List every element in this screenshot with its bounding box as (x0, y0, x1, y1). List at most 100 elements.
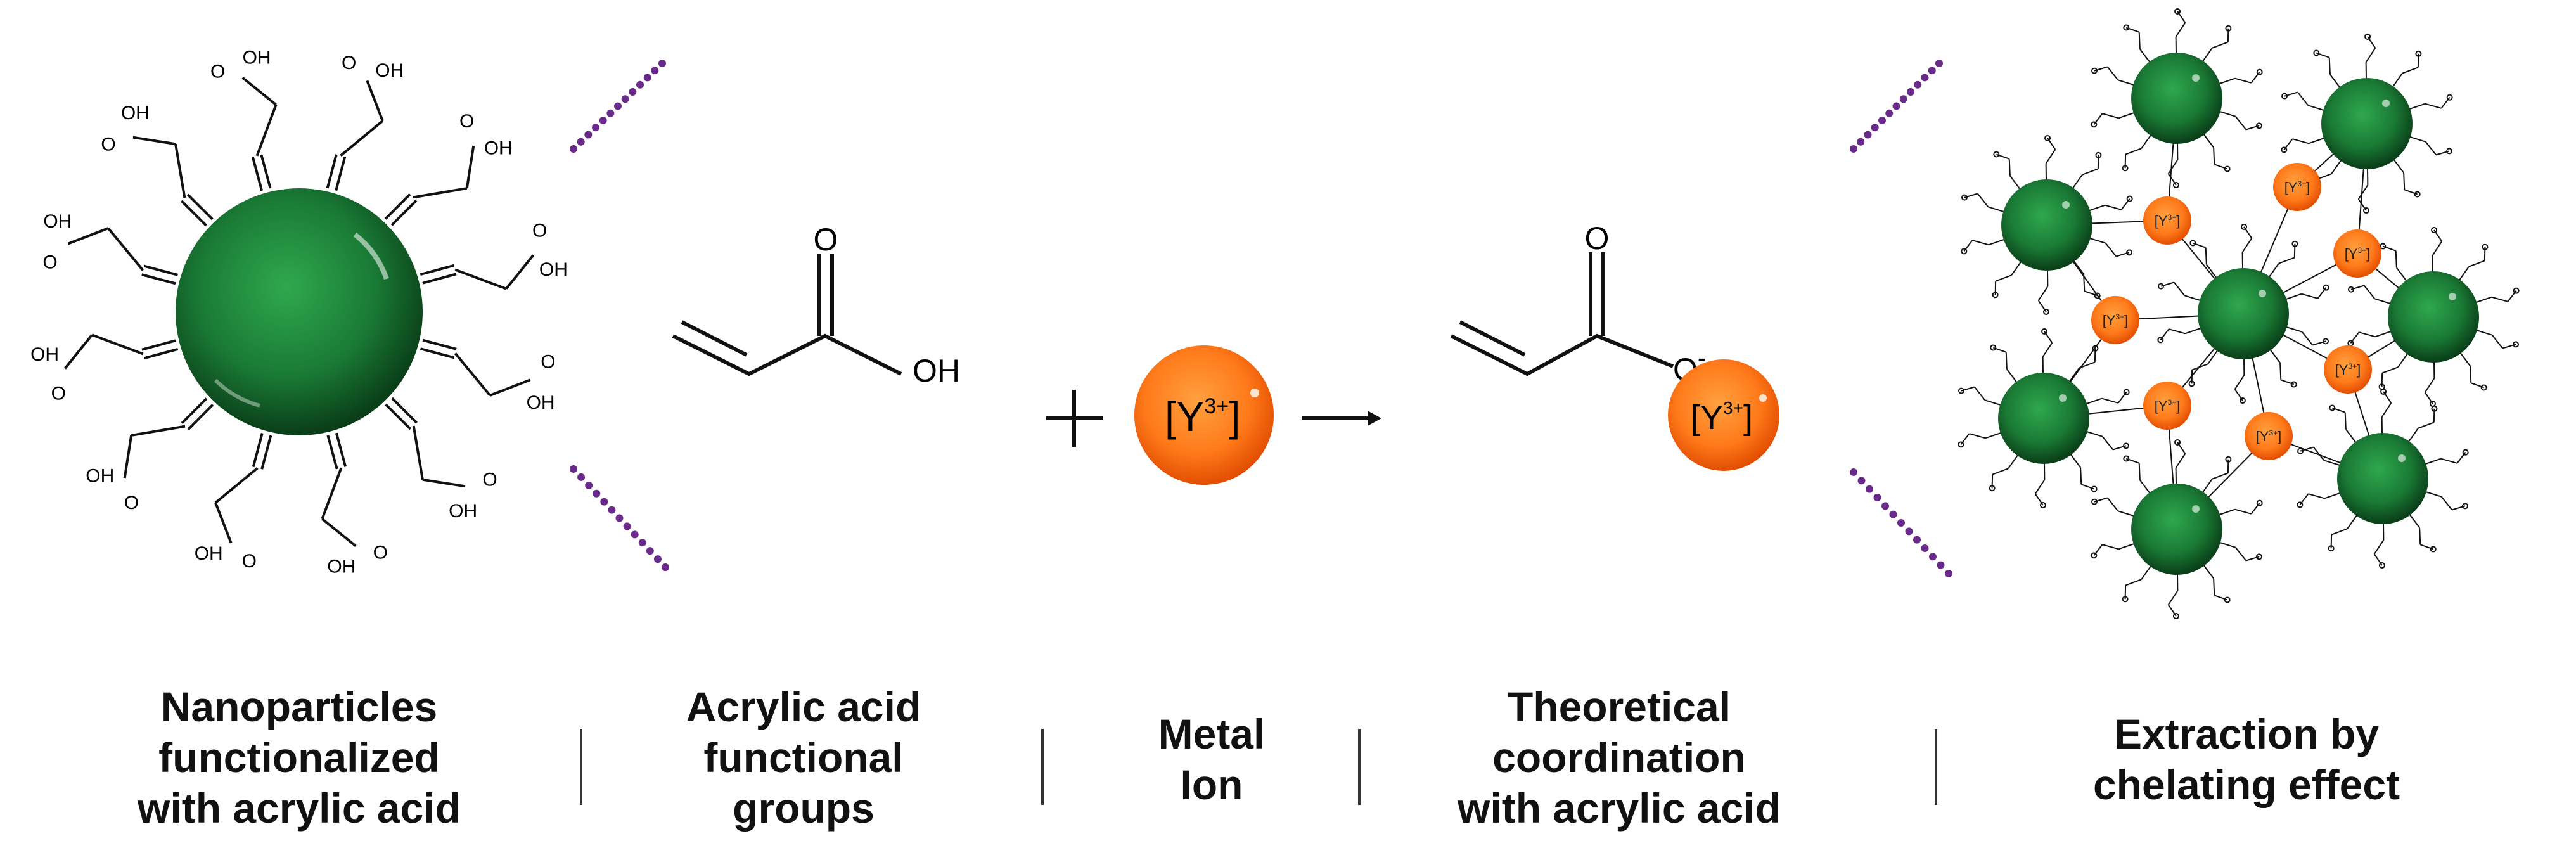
network-bond (2331, 158, 2343, 174)
arm-bond (91, 333, 144, 356)
acrylic-o-label: O (814, 222, 838, 257)
network-oxygen-atom (2091, 552, 2098, 559)
arm-bond (214, 466, 259, 504)
network-bond (2117, 392, 2127, 404)
caption-line: with acrylic acid (138, 785, 461, 832)
caption-line: Nanoparticles (160, 683, 438, 730)
network-oxygen-atom (2174, 439, 2181, 446)
separator-dot (646, 547, 654, 555)
network-bond (2080, 467, 2082, 485)
network-bond (2419, 527, 2421, 545)
network-bond (2432, 241, 2443, 256)
separator-dot (1897, 519, 1905, 527)
metal-ion-sphere (1134, 345, 1274, 485)
network-bond (2331, 407, 2346, 413)
network-bond (2324, 460, 2342, 466)
network-ion (2273, 163, 2321, 211)
network-bond (2125, 148, 2142, 155)
arm-bond (214, 502, 233, 544)
arm-o-label: O (124, 492, 139, 513)
separator-dot (585, 481, 593, 489)
separator-dot (593, 489, 601, 498)
network-bond (2207, 349, 2219, 364)
network-bond (2206, 264, 2218, 280)
arm-bond (132, 136, 176, 146)
network-bond (2082, 168, 2099, 176)
arm-bond (505, 254, 535, 290)
arm-bond (454, 352, 491, 397)
network-bond (2094, 66, 2108, 72)
chelation-network: [Y3+][Y3+][Y3+][Y3+][Y3+][Y3+][Y3+] (1958, 8, 2520, 620)
network-oxygen-atom (2157, 337, 2164, 344)
network-bond (2308, 493, 2325, 499)
network-bond (2381, 366, 2399, 374)
network-ion-label: [Y3+] (2284, 179, 2310, 195)
network-oxygen-atom (2446, 94, 2453, 101)
metal-ion-reaction: [Y3+] (1046, 345, 1381, 485)
network-nanoparticle-highlight (2059, 394, 2067, 402)
network-oxygen-atom (2172, 613, 2179, 620)
caption-line: functionalized (158, 734, 440, 781)
network-bond (2201, 479, 2213, 494)
network-bond (2124, 585, 2127, 600)
network-oxygen-atom (2431, 226, 2438, 233)
network-bond (1972, 240, 1989, 246)
network-bond (2102, 544, 2119, 550)
network-bond (1969, 433, 1986, 439)
network-bond (2284, 326, 2302, 333)
network-bond (2214, 595, 2228, 601)
arm-double-bond (141, 273, 176, 285)
coordinated-ion-sphere (1668, 359, 1779, 471)
network-bond (2357, 198, 2367, 211)
separator-dot (570, 145, 577, 153)
network-oxygen-atom (2241, 223, 2248, 230)
network-oxygen-atom (2461, 503, 2468, 510)
network-bond (2008, 158, 2011, 176)
network-bond (2105, 243, 2117, 257)
network-oxygen-atom (2091, 485, 2098, 492)
network-oxygen-atom (2224, 165, 2231, 172)
network-bond (2177, 11, 2186, 23)
network-oxygen-atom (2364, 33, 2371, 40)
network-bond (2250, 72, 2260, 84)
arm-oh-label: OH (30, 344, 59, 365)
network-bond (2425, 103, 2442, 109)
separator-dot (1873, 494, 1881, 501)
arm-oh-label: OH (43, 211, 72, 232)
network-bond (2373, 539, 2385, 555)
network-bond (2475, 329, 2492, 336)
network-bond (2234, 389, 2243, 401)
network-bond (2417, 53, 2419, 68)
network-ion (2143, 382, 2191, 430)
network-oxygen-atom (1961, 194, 1968, 201)
network-oxygen-atom (1990, 344, 1997, 351)
network-bond (2250, 503, 2260, 515)
network-bond (2069, 453, 2081, 468)
network-bond (2330, 534, 2333, 549)
network-bond (2451, 505, 2466, 511)
caption-line: Theoretical (1507, 683, 1731, 730)
caption-line: Acrylic acid (686, 683, 921, 730)
network-bond (1973, 386, 1986, 401)
network-bond (2308, 137, 2326, 145)
nanoparticle-sphere (176, 188, 423, 435)
arm-bond (454, 268, 507, 290)
network-bond (2418, 421, 2435, 429)
network-nanoparticle-highlight (2398, 454, 2406, 462)
arm-oh-label: OH (121, 103, 150, 124)
network-bond (2459, 351, 2471, 367)
network-bond (2345, 428, 2357, 444)
network-ion (2091, 296, 2139, 344)
arm-bond (465, 145, 475, 189)
network-bond (2491, 296, 2508, 302)
separator-dot (577, 138, 585, 146)
arm-double-bond (384, 193, 411, 220)
separator-dot (1935, 60, 1943, 67)
network-bond (2350, 331, 2360, 344)
network-bond (2347, 513, 2359, 529)
network-oxygen-atom (1961, 248, 1968, 255)
separator-dot (636, 80, 644, 89)
separator-dot (615, 514, 624, 522)
network-bond (2440, 97, 2451, 109)
